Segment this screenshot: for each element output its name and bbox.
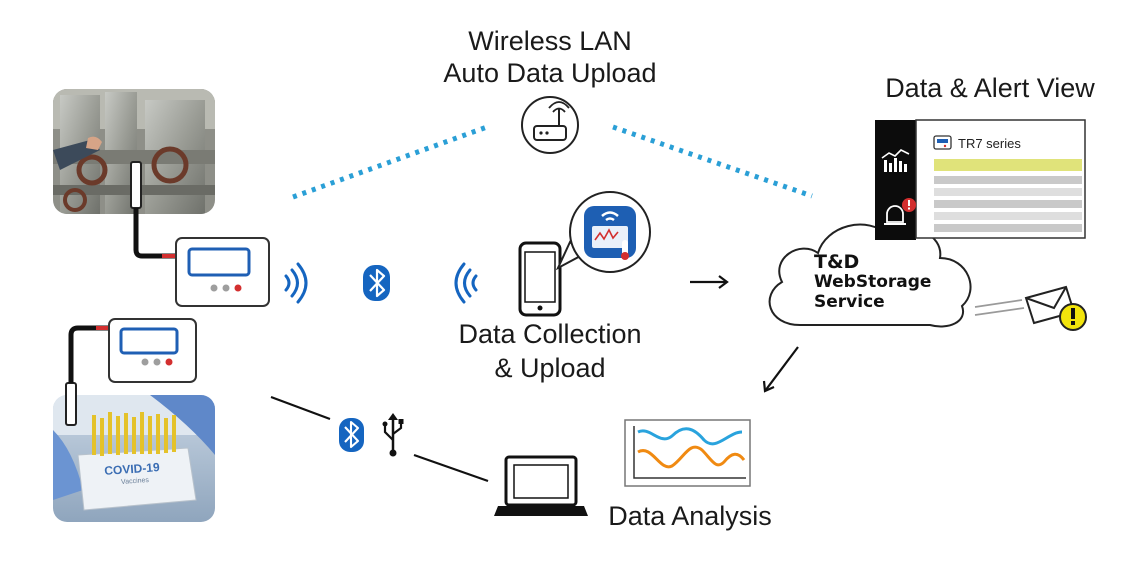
industrial-photo <box>53 89 215 214</box>
graph-icon <box>881 149 910 172</box>
wireless-signal-icon <box>284 262 308 304</box>
vaccine-photo <box>53 395 215 522</box>
wireless-signal-icon <box>454 262 478 304</box>
collection-label-line2: & Upload <box>494 353 606 383</box>
cloud-brand-line3: Service <box>814 292 885 312</box>
graph-icon <box>624 419 751 487</box>
wireless-label-line1: Wireless LAN <box>468 26 632 56</box>
data-logger-top <box>175 237 270 307</box>
smartphone-icon <box>518 241 562 317</box>
data-logger-bottom <box>108 318 197 383</box>
siren-icon <box>884 198 916 225</box>
bluetooth-icon <box>339 418 364 452</box>
bluetooth-icon <box>363 265 390 301</box>
panel-series-name: TR7 series <box>958 136 1021 151</box>
probe-sensor-bottom <box>65 382 77 426</box>
usb-icon <box>382 413 404 457</box>
cloud-brand-line1: T&D <box>814 251 860 273</box>
probe-sensor-top <box>130 161 142 209</box>
collection-label-line1: Data Collection <box>458 319 642 349</box>
email-link-lines <box>974 299 1025 316</box>
analysis-label: Data Analysis <box>608 501 772 531</box>
upload-arrow <box>690 275 729 289</box>
probe-cable-bottom <box>68 325 108 383</box>
wireless-label-line2: Auto Data Upload <box>443 58 657 88</box>
wired-link-lines <box>270 395 489 483</box>
cloud-brand-line2: WebStorage <box>814 272 932 292</box>
probe-cable-top <box>133 208 176 259</box>
view-title: Data & Alert View <box>885 73 1095 103</box>
router-icon <box>521 96 579 154</box>
wireless-link-dots <box>292 124 813 200</box>
thermometer-app-icon <box>555 191 651 273</box>
alert-view-panel <box>875 119 1086 240</box>
download-arrow <box>762 346 799 393</box>
laptop-icon <box>494 455 588 516</box>
alert-icon <box>1059 303 1087 331</box>
